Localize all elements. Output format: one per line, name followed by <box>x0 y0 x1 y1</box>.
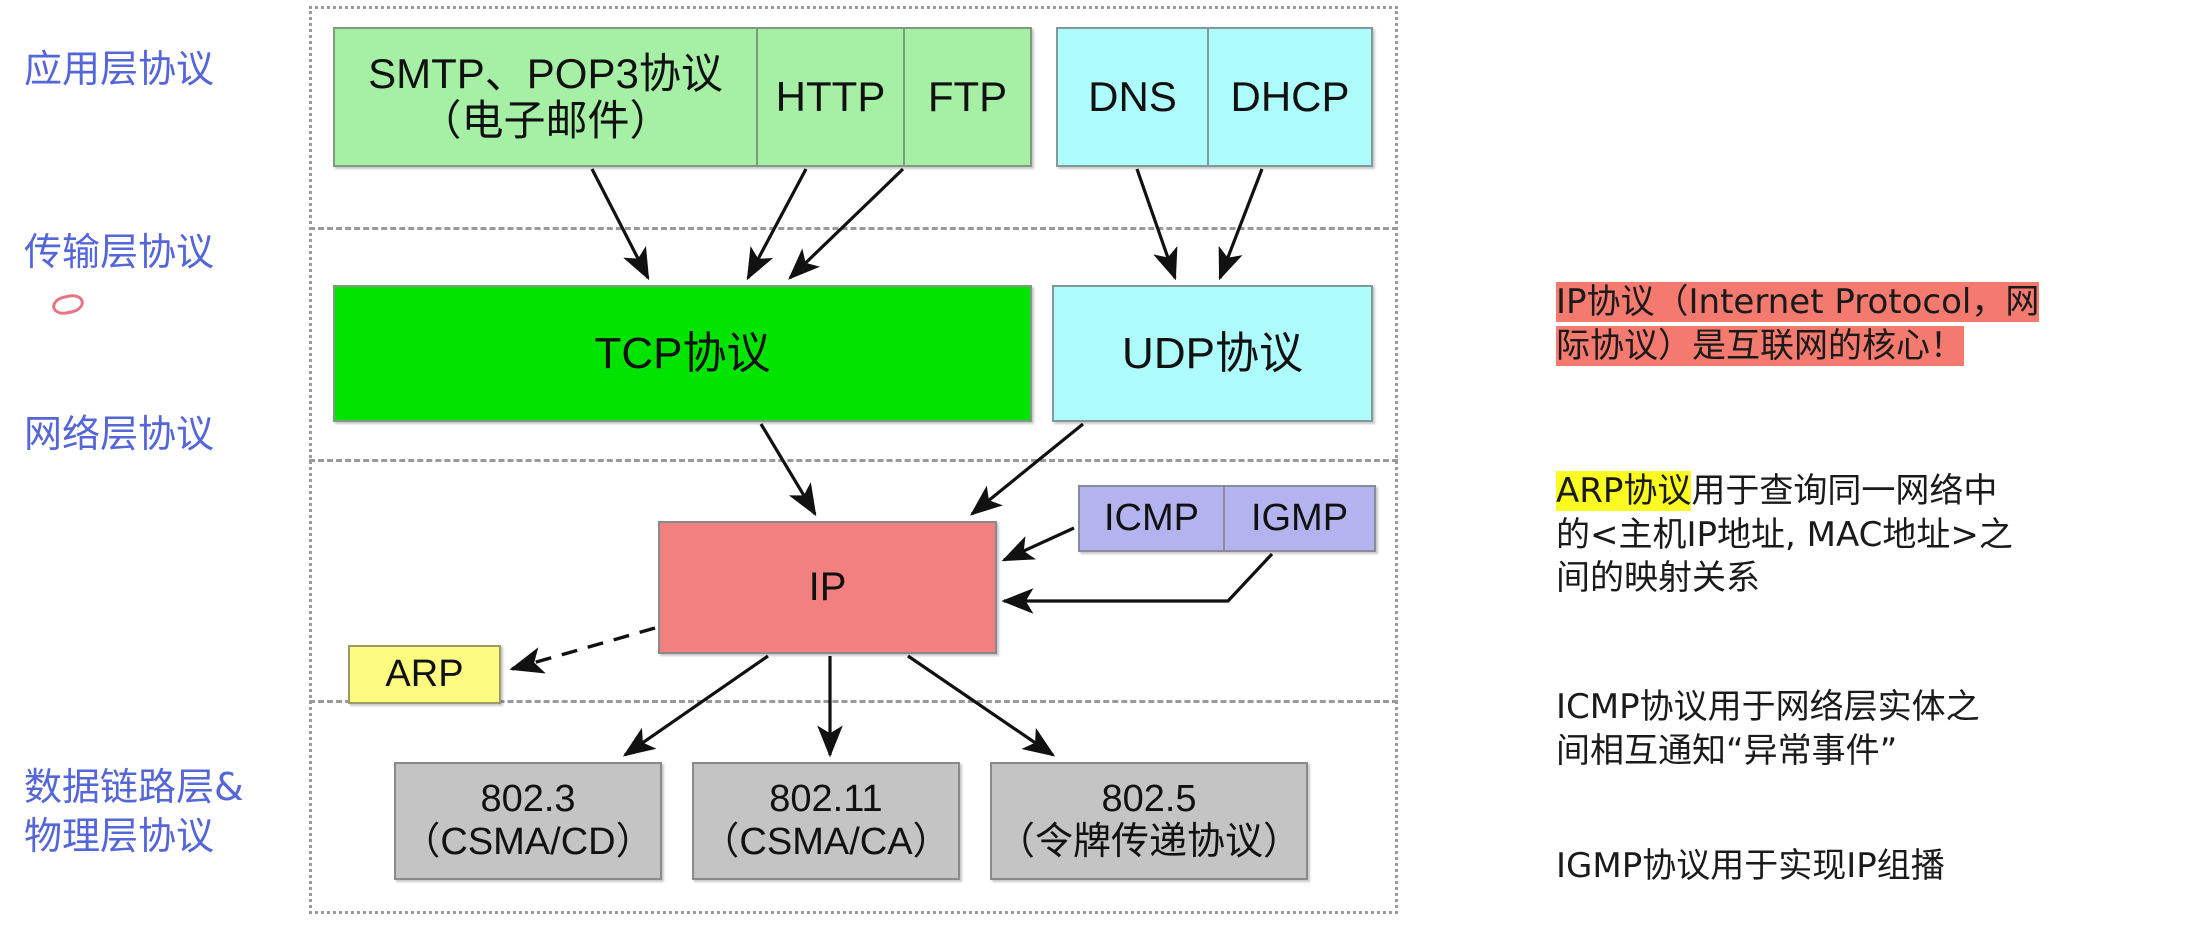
arrow-igmp-to-ip <box>1001 552 1274 614</box>
udp-label: UDP协议 <box>1122 328 1303 378</box>
note-icmp: ICMP协议用于网络层实体之 间相互通知“异常事件” <box>1556 686 2176 773</box>
protocol-box-802-11[interactable]: 802.11 （CSMA/CA） <box>692 762 960 880</box>
ftp-label: FTP <box>927 73 1008 121</box>
icmp-label: ICMP <box>1104 497 1199 540</box>
smtp-pop3-line2: （电子邮件） <box>419 97 672 144</box>
arrow-ftp-to-tcp <box>788 167 905 280</box>
note-arp-line3: 间的映射关系 <box>1556 558 1760 599</box>
arrow-http-to-tcp <box>746 168 808 281</box>
note-igmp-line1: IGMP协议用于实现IP组播 <box>1556 846 1945 886</box>
wifi80211-line2: （CSMA/CA） <box>701 821 951 863</box>
protocol-box-arp[interactable]: ARP <box>348 645 501 704</box>
arrow-udp-to-ip <box>970 422 1085 516</box>
note-arp-line2: 的<主机IP地址, MAC地址>之 <box>1556 514 2013 555</box>
protocol-box-igmp[interactable]: IGMP <box>1224 485 1376 552</box>
protocol-box-icmp[interactable]: ICMP <box>1078 485 1224 552</box>
note-icmp-line2: 间相互通知“异常事件” <box>1556 730 1898 771</box>
http-label: HTTP <box>775 73 886 121</box>
arrow-ip-to-802-3 <box>622 654 769 757</box>
arp-label: ARP <box>385 653 464 696</box>
layer-divider-network-datalink <box>309 700 1398 703</box>
note-ip-line1: IP协议（Internet Protocol，网 <box>1556 282 2040 322</box>
note-arp: ARP协议用于查询同一网络中 的<主机IP地址, MAC地址>之 间的映射关系 <box>1556 470 2176 601</box>
tr8025-line1: 802.5 <box>1101 778 1197 821</box>
arrow-icmp-to-ip <box>1001 526 1075 562</box>
layer-label-network: 网络层协议 <box>24 412 215 456</box>
layer-divider-transport-network <box>309 459 1398 462</box>
dhcp-label: DHCP <box>1230 73 1350 121</box>
dns-label: DNS <box>1088 73 1177 121</box>
arrow-ip-to-802-5 <box>907 654 1056 757</box>
note-arp-highlight: ARP协议 <box>1556 471 1692 511</box>
note-arp-line1-rest: 用于查询同一网络中 <box>1691 471 1998 511</box>
layer-label-application: 应用层协议 <box>24 47 215 91</box>
layer-label-transport: 传输层协议 <box>24 230 215 274</box>
arrow-smtp-to-tcp <box>590 168 650 281</box>
protocol-box-ftp[interactable]: FTP <box>904 27 1032 167</box>
note-ip-line2: 际协议）是互联网的核心！ <box>1556 325 1964 366</box>
igmp-label: IGMP <box>1250 497 1349 540</box>
protocol-box-smtp-pop3[interactable]: SMTP、POP3协议 （电子邮件） <box>333 27 757 167</box>
tr8025-line2: （令牌传递协议） <box>996 821 1301 863</box>
layer-divider-app-transport <box>309 227 1398 230</box>
eth8023-line1: 802.3 <box>480 778 576 821</box>
protocol-box-http[interactable]: HTTP <box>757 27 904 167</box>
smtp-pop3-line1: SMTP、POP3协议 <box>368 49 723 97</box>
wifi80211-line1: 802.11 <box>769 778 883 821</box>
protocol-box-tcp[interactable]: TCP协议 <box>333 285 1032 422</box>
note-ip: IP协议（Internet Protocol，网 际协议）是互联网的核心！ <box>1556 281 2176 368</box>
tcp-label: TCP协议 <box>594 328 771 378</box>
protocol-box-dns[interactable]: DNS <box>1056 27 1208 167</box>
arrow-dhcp-to-udp <box>1218 168 1264 281</box>
protocol-box-802-3[interactable]: 802.3 （CSMA/CD） <box>394 762 662 880</box>
protocol-box-dhcp[interactable]: DHCP <box>1208 27 1373 167</box>
note-icmp-line1: ICMP协议用于网络层实体之 <box>1556 687 1980 727</box>
arrow-tcp-to-ip <box>759 423 817 517</box>
protocol-box-udp[interactable]: UDP协议 <box>1052 285 1373 422</box>
arrow-ip-to-arp <box>509 626 656 674</box>
note-igmp: IGMP协议用于实现IP组播 <box>1556 845 2176 889</box>
protocol-box-802-5[interactable]: 802.5 （令牌传递协议） <box>990 762 1308 880</box>
ip-label: IP <box>808 565 847 610</box>
layer-label-datalink-physical: 数据链路层& 物理层协议 <box>24 765 244 858</box>
arrow-dns-to-udp <box>1135 168 1178 281</box>
protocol-box-ip[interactable]: IP <box>658 521 997 654</box>
eth8023-line2: （CSMA/CD） <box>402 821 654 863</box>
